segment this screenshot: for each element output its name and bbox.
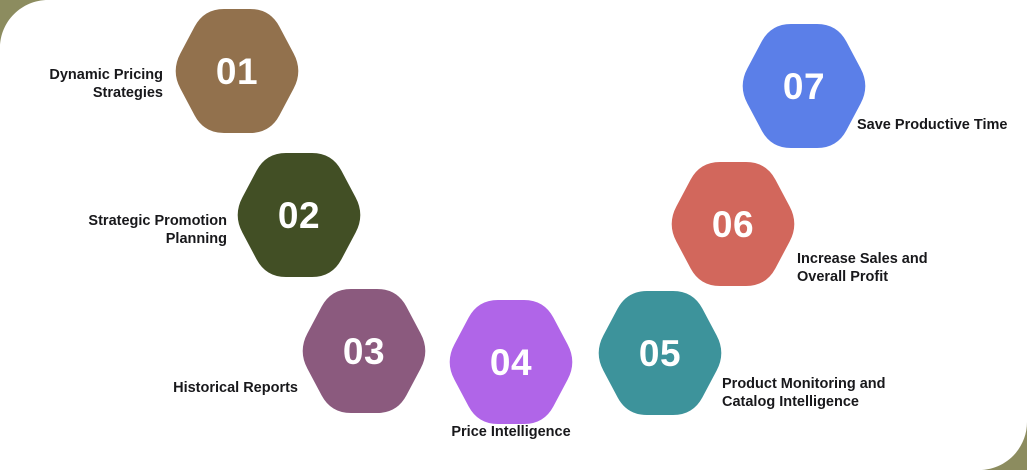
hexagon-number-02: 02 <box>277 194 321 236</box>
hexagon-number-07: 07 <box>782 65 826 107</box>
hexagon-shape-03: 03 <box>298 289 430 413</box>
bottom-right-corner-shape <box>979 422 1027 470</box>
hexagon-number-06: 06 <box>711 203 755 245</box>
hexagon-step-03[interactable]: 03 <box>298 289 430 413</box>
hexagon-shape-06: 06 <box>667 162 799 286</box>
hexagon-step-02[interactable]: 02 <box>233 153 365 277</box>
hexagon-step-01[interactable]: 01 <box>171 9 303 133</box>
hexagon-label-07: Save Productive Time <box>857 117 1008 134</box>
hexagon-step-07[interactable]: 07 <box>738 24 870 148</box>
hexagon-number-04: 04 <box>489 341 533 383</box>
hexagon-shape-02: 02 <box>233 153 365 277</box>
hexagon-step-05[interactable]: 05 <box>594 291 726 415</box>
hexagon-number-03: 03 <box>342 330 386 372</box>
hexagon-step-04[interactable]: 04 <box>445 300 577 424</box>
hexagon-number-01: 01 <box>215 50 259 92</box>
hexagon-shape-04: 04 <box>445 300 577 424</box>
hexagon-label-03: Historical Reports <box>173 380 298 397</box>
hexagon-label-05: Product Monitoring and Catalog Intellige… <box>722 376 886 410</box>
hexagon-number-05: 05 <box>638 332 682 374</box>
hexagon-label-02: Strategic Promotion Planning <box>88 213 227 247</box>
hexagon-step-06[interactable]: 06 <box>667 162 799 286</box>
hexagon-shape-01: 01 <box>171 9 303 133</box>
hexagon-shape-05: 05 <box>594 291 726 415</box>
hexagon-label-04: Price Intelligence <box>451 424 571 441</box>
hexagon-label-06: Increase Sales and Overall Profit <box>797 251 928 285</box>
hexagon-label-01: Dynamic Pricing Strategies <box>49 67 163 101</box>
hexagon-shape-07: 07 <box>738 24 870 148</box>
top-left-corner-shape <box>0 0 48 48</box>
